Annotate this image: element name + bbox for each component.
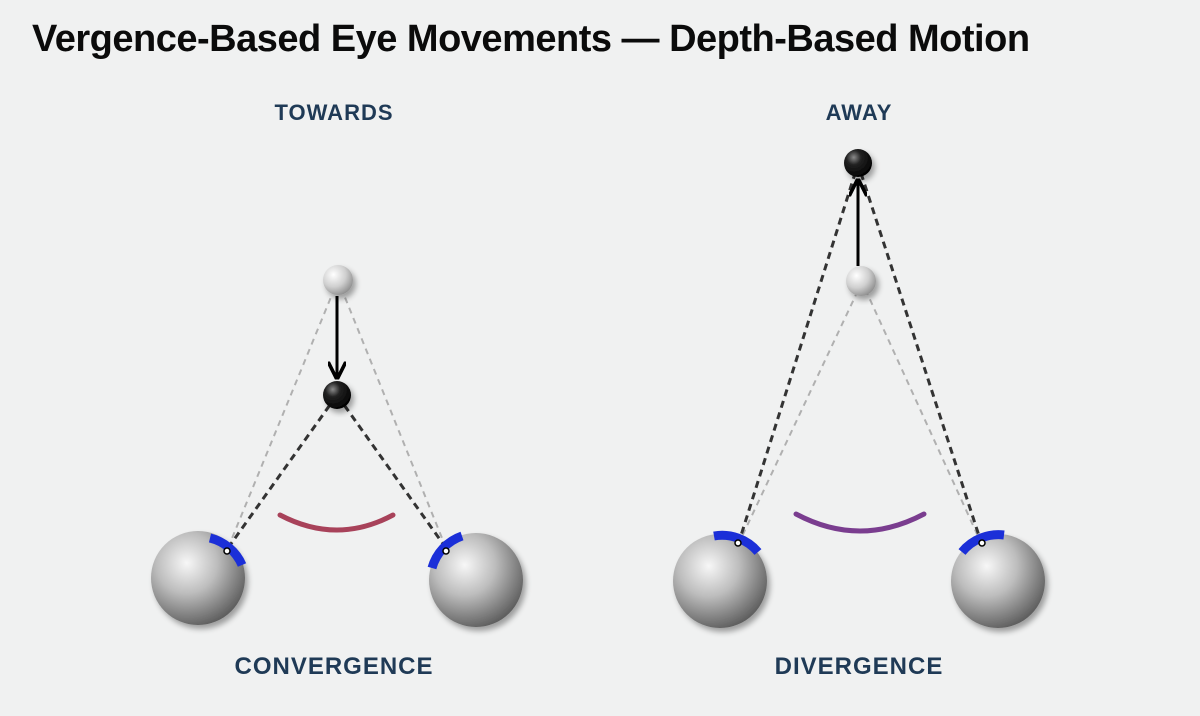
near-target-dark bbox=[323, 381, 351, 409]
left-eye-far-sightline-div bbox=[736, 163, 860, 546]
right-eye-pupil-div bbox=[958, 530, 1005, 555]
right-eye bbox=[427, 531, 523, 627]
left-eye-pupil-div bbox=[713, 530, 762, 556]
towards-label: TOWARDS bbox=[274, 100, 394, 125]
near-target-light bbox=[846, 266, 876, 296]
left-eye-pupil bbox=[208, 533, 247, 567]
right-eye-pupil bbox=[427, 531, 464, 570]
left-eye bbox=[151, 531, 247, 625]
left-eye-near-sightline bbox=[226, 394, 339, 549]
diagram-title: Vergence-Based Eye Movements — Depth-Bas… bbox=[32, 18, 1030, 60]
away-label: AWAY bbox=[825, 100, 893, 125]
right-eye-far-sightline-div bbox=[856, 163, 984, 546]
convergence-label: CONVERGENCE bbox=[234, 653, 434, 680]
left-eye-far-sightline bbox=[227, 279, 339, 549]
right-eye-far-sightline bbox=[337, 279, 447, 549]
divergence-arc bbox=[793, 511, 927, 534]
convergence-panel bbox=[151, 265, 523, 627]
convergence-arc bbox=[277, 512, 396, 533]
divergence-panel bbox=[673, 149, 1045, 628]
divergence-label: DIVERGENCE bbox=[774, 653, 944, 680]
far-target-light bbox=[323, 265, 353, 295]
right-eye-near-sightline-div bbox=[861, 281, 983, 546]
right-eye-div bbox=[951, 530, 1045, 628]
left-eye-near-sightline-div bbox=[737, 281, 863, 546]
left-eye-div bbox=[673, 530, 767, 628]
right-eye-near-sightline bbox=[335, 394, 448, 549]
far-target-dark bbox=[844, 149, 872, 177]
